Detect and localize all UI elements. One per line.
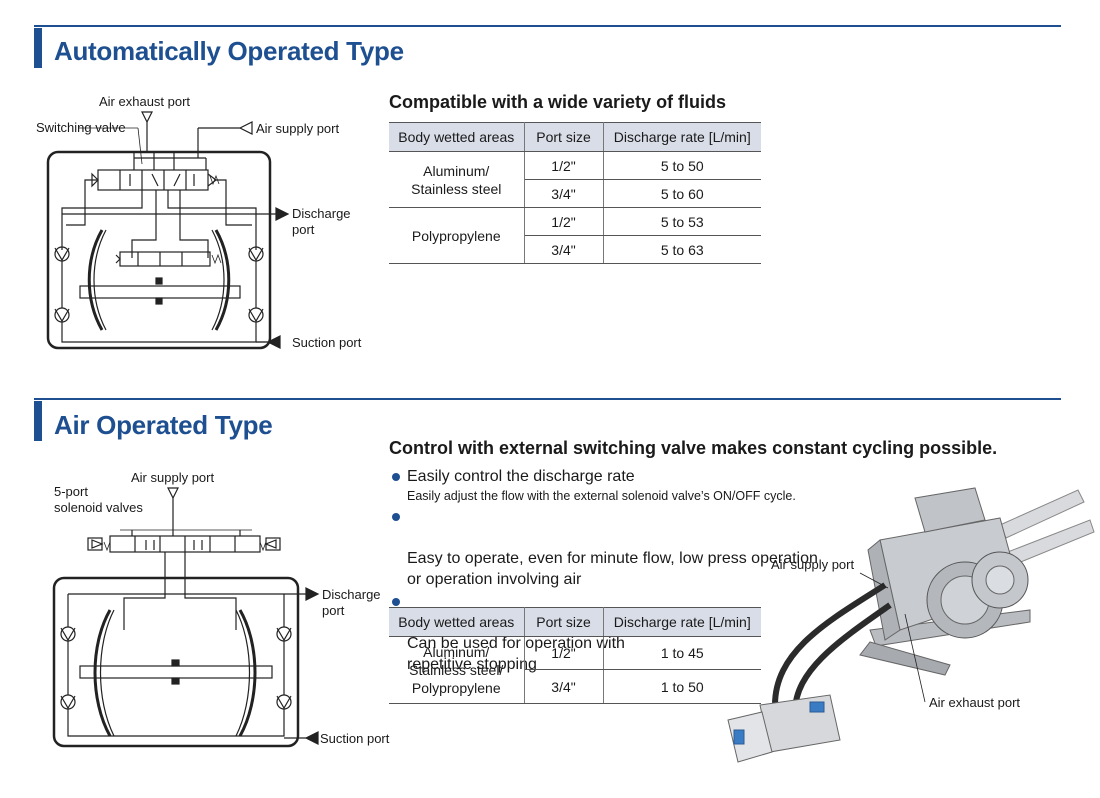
- feature-item: Easy to operate, even for minute flow, l…: [392, 506, 872, 590]
- rate-cell: 1 to 50: [603, 669, 761, 704]
- label-air-supply-port: Air supply port: [256, 121, 340, 136]
- port-cell: 3/4": [524, 179, 604, 208]
- col-header-rate: Discharge rate [L/min]: [603, 122, 761, 152]
- section1-rule: [34, 25, 1061, 27]
- section1-spec-table: Body wetted areas Port size Discharge ra…: [389, 122, 761, 264]
- label-discharge-port: Discharge port: [292, 206, 351, 237]
- label-solenoid-valves: 5-port solenoid valves: [54, 484, 143, 515]
- section2-accent-bar: [34, 401, 42, 441]
- section1-title: Automatically Operated Type: [54, 36, 404, 66]
- section2-rule: [34, 398, 1061, 400]
- label-photo-air-supply-port: Air supply port: [771, 557, 855, 572]
- label-air-exhaust-port: Air exhaust port: [99, 94, 191, 109]
- port-cell: 3/4": [524, 235, 604, 264]
- col-header-body: Body wetted areas: [389, 122, 525, 152]
- bullet-dot-icon: [392, 473, 400, 481]
- bullet-dot-icon: [392, 513, 400, 521]
- section1-subheading: Compatible with a wide variety of fluids: [389, 92, 727, 112]
- label-photo-air-exhaust-port: Air exhaust port: [929, 695, 1021, 710]
- port-cell: 3/4": [524, 669, 604, 704]
- feature-item: Easily control the discharge rate Easily…: [392, 466, 872, 505]
- label-discharge-port: Discharge port: [322, 587, 381, 618]
- feature-subtext: Easily adjust the flow with the external…: [407, 489, 796, 503]
- label-suction-port: Suction port: [292, 335, 362, 350]
- label-switching-valve: Switching valve: [36, 120, 126, 135]
- rate-cell: 5 to 60: [603, 179, 761, 208]
- auto-operated-schematic: [46, 111, 290, 350]
- port-cell: 1/2": [524, 636, 604, 670]
- air-operated-schematic: [52, 487, 320, 748]
- port-cell: 1/2": [524, 151, 604, 180]
- rate-cell: 5 to 50: [603, 151, 761, 180]
- material-cell: Aluminum/ Stainless steel/ Polypropylene: [389, 636, 525, 704]
- col-header-rate: Discharge rate [L/min]: [603, 607, 761, 637]
- section2-title: Air Operated Type: [54, 410, 273, 440]
- material-cell: Polypropylene: [389, 207, 525, 264]
- section2-subheading: Control with external switching valve ma…: [389, 438, 998, 458]
- rate-cell: 1 to 45: [603, 636, 761, 670]
- col-header-port: Port size: [524, 607, 604, 637]
- col-header-body: Body wetted areas: [389, 607, 525, 637]
- section2-spec-table: Body wetted areas Port size Discharge ra…: [389, 607, 761, 704]
- rate-cell: 5 to 53: [603, 207, 761, 236]
- pump-product-illustration: [727, 487, 1095, 763]
- rate-cell: 5 to 63: [603, 235, 761, 264]
- label-air-supply-port: Air supply port: [131, 470, 215, 485]
- label-suction-port: Suction port: [320, 731, 390, 746]
- material-cell: Aluminum/ Stainless steel: [389, 151, 525, 208]
- bullet-dot-icon: [392, 598, 400, 606]
- port-cell: 1/2": [524, 207, 604, 236]
- section1-accent-bar: [34, 28, 42, 68]
- col-header-port: Port size: [524, 122, 604, 152]
